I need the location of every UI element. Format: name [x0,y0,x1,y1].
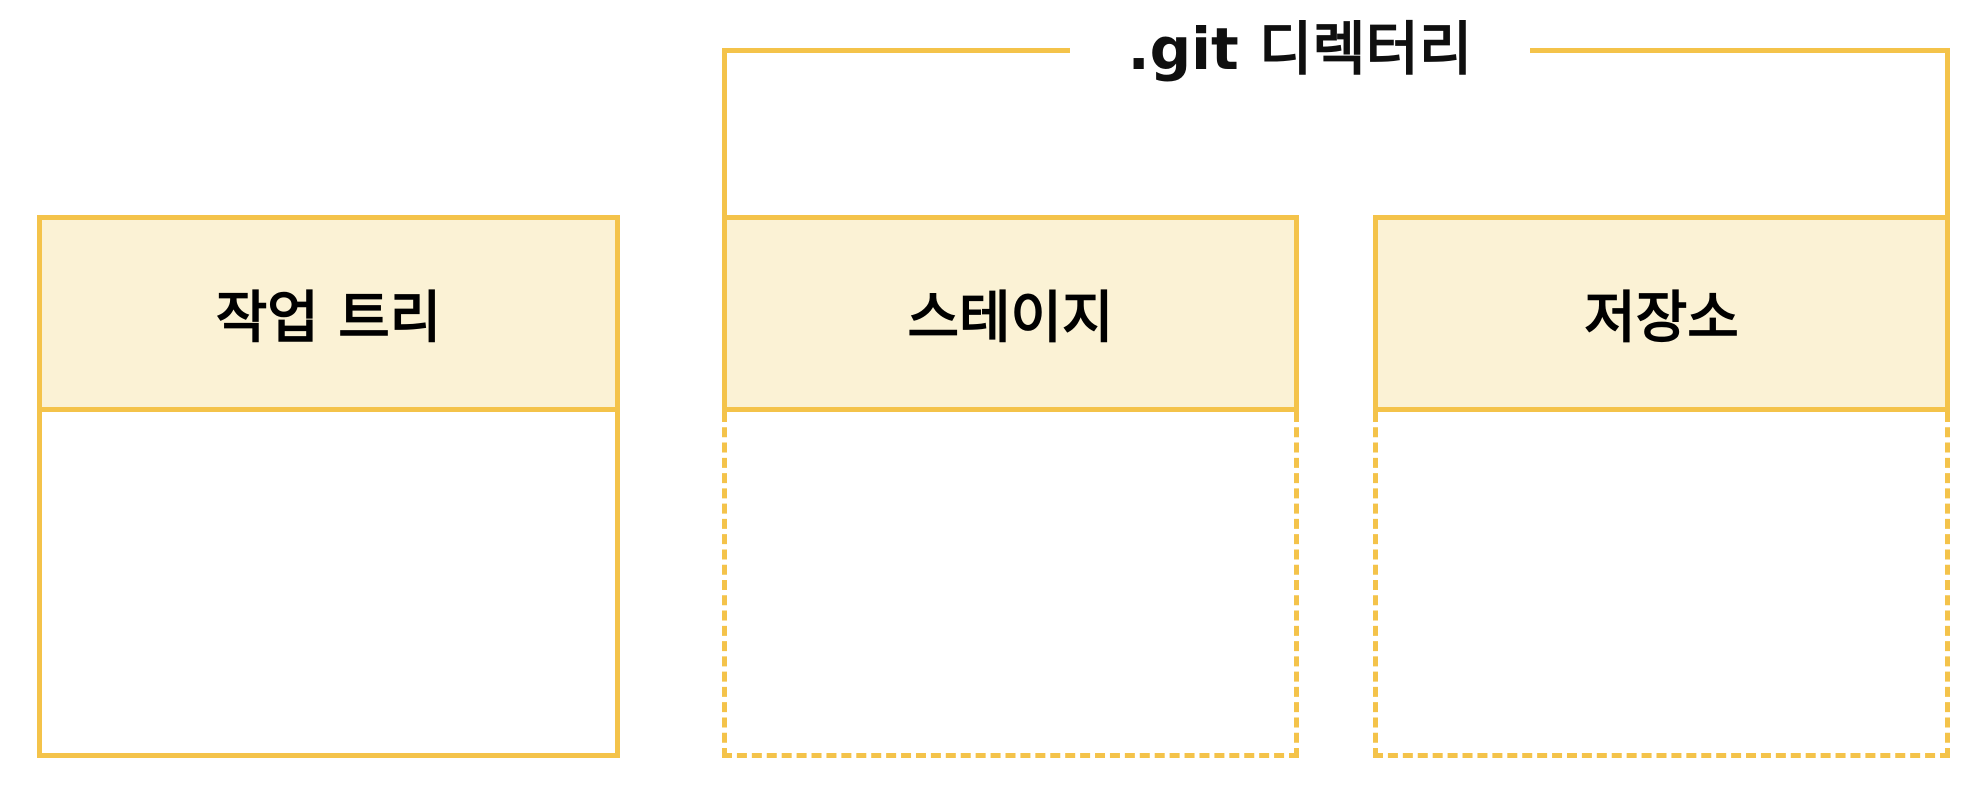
stage-box-header: 스테이지 [722,215,1299,412]
repository-box-body [1373,412,1950,758]
working-tree-box-body [37,412,620,758]
working-tree-box-header: 작업 트리 [37,215,620,412]
stage-box-body [722,412,1299,758]
working-tree-label: 작업 트리 [215,286,442,351]
stage-label: 스테이지 [907,286,1114,351]
repository-label: 저장소 [1584,286,1739,351]
repository-box-header: 저장소 [1373,215,1950,412]
git-directory-label: .git 디렉터리 [1070,15,1530,85]
